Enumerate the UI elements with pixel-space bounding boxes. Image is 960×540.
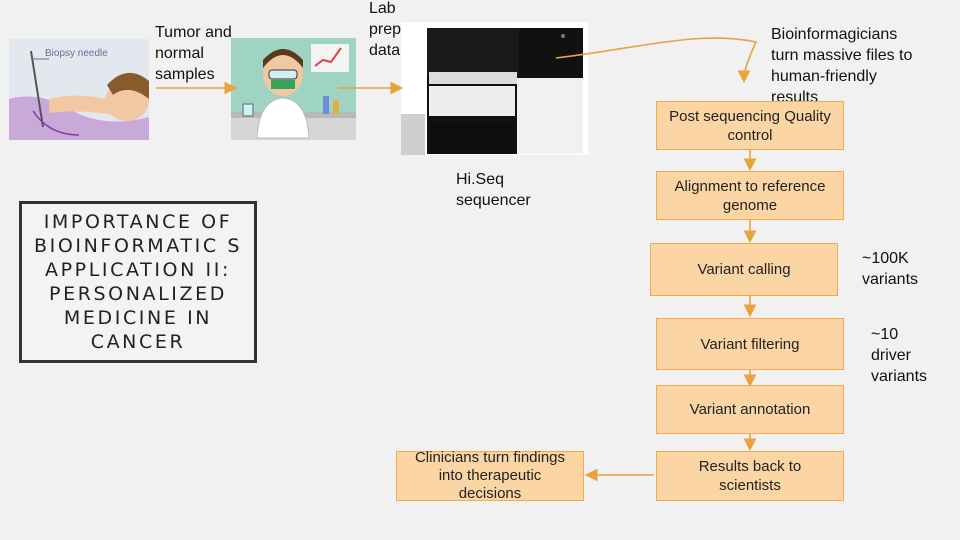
variant-annotation-box: Variant annotation xyxy=(656,385,844,434)
hiseq-sequencer-image xyxy=(401,22,588,155)
variant-filtering-box: Variant filtering xyxy=(656,318,844,370)
sequencer-label: Hi.Seq sequencer xyxy=(456,171,531,209)
variants-100k-label: ~100K variants xyxy=(862,250,919,288)
alignment-box: Alignment to reference genome xyxy=(656,171,844,220)
clinicians-box: Clinicians turn findings into therapeuti… xyxy=(396,449,584,502)
slide-title: IMPORTANCE OF BIOINFORMATIC S APPLICATIO… xyxy=(19,201,257,363)
bioinformagicians-label: Bioinformagicians turn massive files to … xyxy=(771,26,913,106)
lab-scientist-image xyxy=(231,38,356,140)
driver-variants-label: ~10 driver variants xyxy=(871,326,928,385)
results-box: Results back to scientists xyxy=(656,451,844,501)
qc-box: Post sequencing Quality control xyxy=(656,101,844,150)
biopsy-image: Biopsy needle xyxy=(9,39,149,140)
samples-label: Tumor and normal samples xyxy=(155,24,232,83)
biopsy-caption: Biopsy needle xyxy=(45,48,108,59)
variant-calling-box: Variant calling xyxy=(650,243,838,296)
